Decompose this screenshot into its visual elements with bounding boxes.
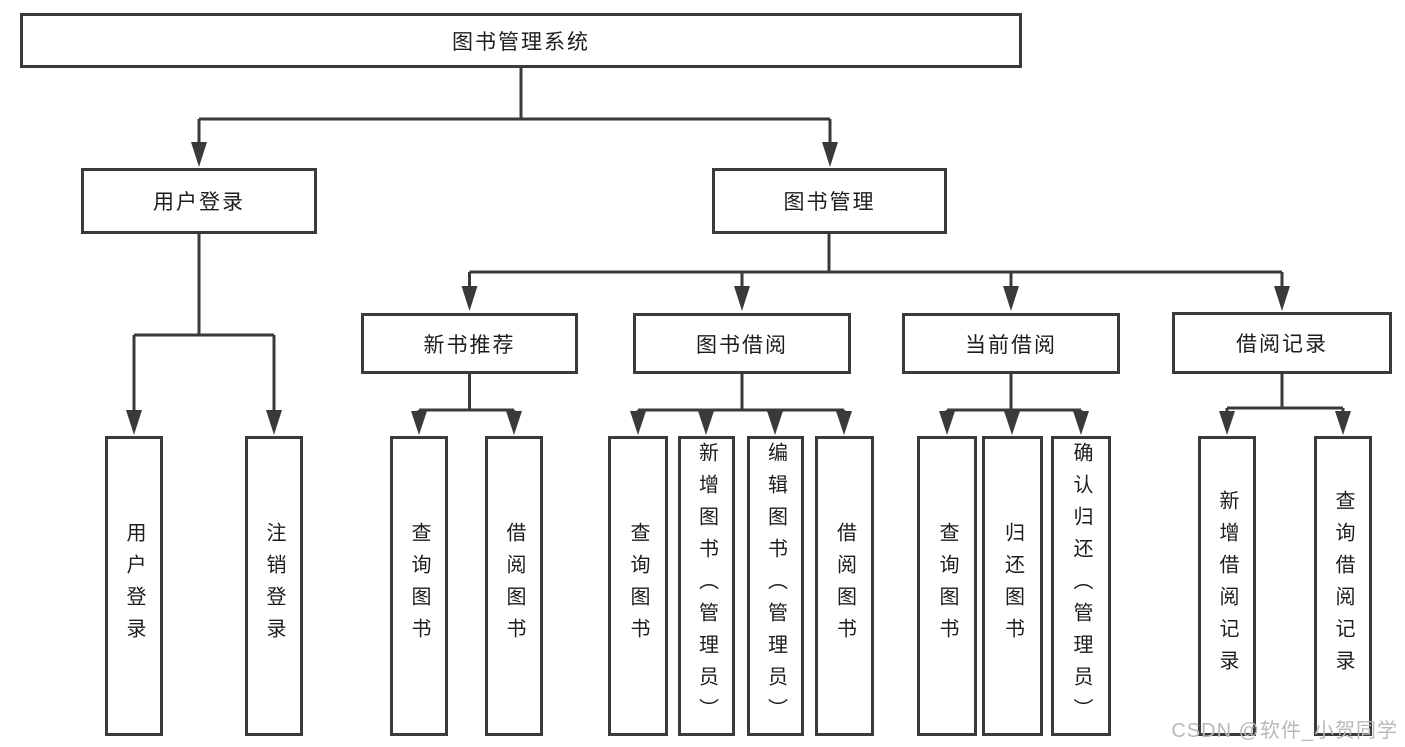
node-label: 图书管理系统 xyxy=(452,30,590,54)
leaf-label: 确认归还（管理员） xyxy=(1070,442,1092,730)
leaf-label: 查询图书 xyxy=(936,522,958,650)
leaf-query-book: 查询图书 xyxy=(917,436,977,736)
leaf-borrow-book: 借阅图书 xyxy=(485,436,543,736)
node-label: 图书管理 xyxy=(783,191,876,214)
node-label: 借阅记录 xyxy=(1236,333,1328,356)
leaf-query-borrow-record: 查询借阅记录 xyxy=(1314,436,1372,736)
csdn-watermark: CSDN @软件_小贺同学 xyxy=(1171,720,1398,742)
leaf-query-book: 查询图书 xyxy=(390,436,448,736)
leaf-return-book: 归还图书 xyxy=(982,436,1043,736)
node-book-management: 图书管理 xyxy=(712,168,947,234)
leaf-query-book: 查询图书 xyxy=(608,436,668,736)
leaf-borrow-book: 借阅图书 xyxy=(815,436,874,736)
node-label: 用户登录 xyxy=(153,191,245,214)
leaf-logout: 注销登录 xyxy=(245,436,303,736)
node-label: 当前借阅 xyxy=(965,333,1057,357)
leaf-label: 新增借阅记录 xyxy=(1216,490,1238,682)
node-new-book-recommend: 新书推荐 xyxy=(361,313,578,374)
node-book-borrow: 图书借阅 xyxy=(633,313,851,374)
leaf-edit-book-admin: 编辑图书（管理员） xyxy=(747,436,804,736)
leaf-label: 用户登录 xyxy=(123,522,145,650)
node-borrow-records: 借阅记录 xyxy=(1172,312,1392,374)
node-label: 新书推荐 xyxy=(423,333,516,357)
leaf-label: 借阅图书 xyxy=(833,522,856,650)
leaf-user-login: 用户登录 xyxy=(105,436,163,736)
leaf-label: 归还图书 xyxy=(1001,522,1024,650)
leaf-label: 查询图书 xyxy=(408,522,430,650)
node-current-borrow: 当前借阅 xyxy=(902,313,1120,374)
leaf-label: 编辑图书（管理员） xyxy=(764,442,787,730)
leaf-add-book-admin: 新增图书（管理员） xyxy=(678,436,735,736)
leaf-confirm-return-admin: 确认归还（管理员） xyxy=(1051,436,1111,736)
leaf-add-borrow-record: 新增借阅记录 xyxy=(1198,436,1256,736)
leaf-label: 新增图书（管理员） xyxy=(695,442,718,730)
leaf-label: 借阅图书 xyxy=(503,522,525,650)
leaf-label: 查询借阅记录 xyxy=(1332,490,1354,682)
node-library-management-system: 图书管理系统 xyxy=(20,13,1022,68)
node-label: 图书借阅 xyxy=(696,333,788,357)
node-user-login: 用户登录 xyxy=(81,168,317,234)
leaf-label: 注销登录 xyxy=(263,522,285,650)
leaf-label: 查询图书 xyxy=(627,522,649,650)
